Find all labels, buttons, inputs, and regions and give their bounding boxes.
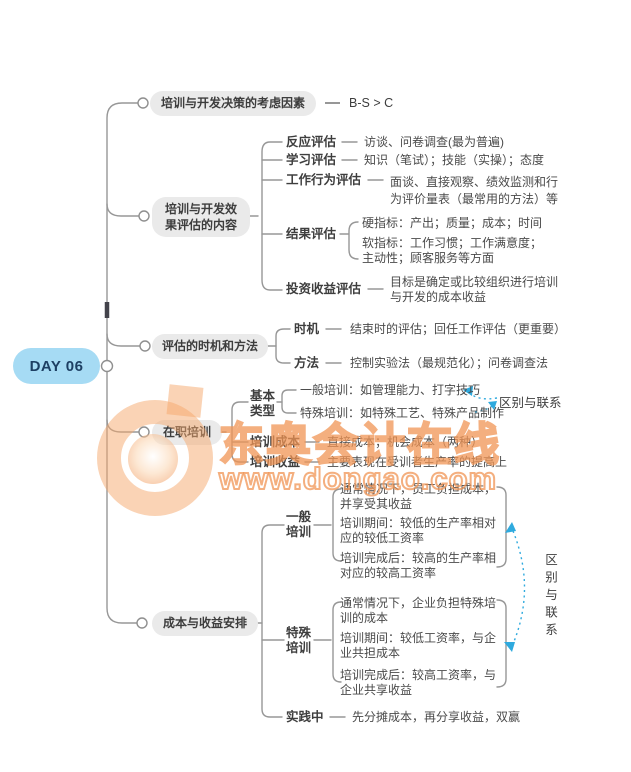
child-label[interactable]: 投资收益评估 bbox=[286, 282, 362, 296]
child-text: 结束时的评估；回任工作评估（更重要） bbox=[350, 322, 567, 336]
day-node[interactable]: DAY 06 bbox=[13, 348, 100, 384]
branch-handle[interactable] bbox=[139, 340, 151, 352]
connector-dash bbox=[325, 102, 341, 104]
child-label[interactable]: 方法 bbox=[294, 356, 320, 370]
child-text: 控制实验法（最规范化）；问卷调查法 bbox=[350, 356, 549, 370]
topic-cost-benefit-arrangement[interactable]: 成本与收益安排 bbox=[152, 611, 259, 636]
training-type-item: 一般培训：如管理能力、打字技巧 bbox=[300, 383, 481, 397]
child-text: 先分摊成本，再分享收益，双赢 bbox=[352, 710, 521, 724]
topic-evaluation-content[interactable]: 培训与开发效果评估的内容 bbox=[152, 197, 250, 237]
child-text: 访谈、问卷调查(最为普遍) bbox=[364, 135, 504, 149]
child-label[interactable]: 结果评估 bbox=[286, 227, 337, 241]
child-label[interactable]: 培训成本 bbox=[250, 435, 301, 449]
child-label[interactable]: 工作行为评估 bbox=[286, 173, 362, 187]
child-text: 面谈、直接观察、绩效监测和行为评价量表（最常用的方法）等 bbox=[390, 175, 559, 206]
indicator-item: 硬指标：产出；质量；成本；时间 bbox=[362, 216, 543, 230]
child-label[interactable]: 实践中 bbox=[286, 710, 324, 724]
relation-annotation: 区别与联系 bbox=[499, 396, 562, 410]
cost-item: 培训期间：较低的生产率相对应的较低工资率 bbox=[340, 516, 497, 545]
relation-arrow bbox=[512, 530, 526, 645]
cost-item: 通常情况下，企业负担特殊培训的成本 bbox=[340, 596, 497, 625]
topic-on-job-training[interactable]: 在职培训 bbox=[152, 420, 223, 445]
child-text: 直接成本；机会成本（两种） bbox=[327, 435, 484, 449]
branch-handle[interactable] bbox=[138, 426, 150, 438]
cost-item: 培训期间：较低工资率，与企业共担成本 bbox=[340, 631, 497, 660]
decision-rule-value: B-S > C bbox=[349, 96, 394, 110]
cost-item: 培训完成后：较高的生产率相对应的较高工资率 bbox=[340, 551, 497, 580]
branch-handle[interactable] bbox=[136, 617, 148, 629]
child-text: 目标是确定或比较组织进行培训与开发的成本收益 bbox=[390, 275, 559, 304]
relation-arrow bbox=[474, 405, 493, 413]
child-text: 主要表现在受训者生产率的提高上 bbox=[327, 455, 508, 469]
topic-evaluation-timing-methods[interactable]: 评估的时机和方法 bbox=[152, 334, 268, 359]
branch-handle[interactable] bbox=[138, 210, 150, 222]
child-label[interactable]: 反应评估 bbox=[286, 135, 337, 149]
training-type-item: 特殊培训：如特殊工艺、特殊产品制作 bbox=[300, 406, 505, 420]
topic-decision-factors[interactable]: 培训与开发决策的考虑因素 bbox=[150, 90, 317, 116]
child-label[interactable]: 基本类型 bbox=[250, 389, 276, 418]
relation-annotation-vertical: 区别与联系 bbox=[543, 553, 557, 641]
arrowheads bbox=[463, 386, 516, 652]
branch-handle[interactable] bbox=[137, 97, 149, 109]
child-label[interactable]: 特殊培训 bbox=[286, 626, 312, 655]
child-text: 知识（笔试）；技能（实操）；态度 bbox=[364, 153, 545, 167]
cost-item: 通常情况下，员工负担成本，并享受其收益 bbox=[340, 482, 497, 511]
indicator-item: 软指标：工作习惯；工作满意度；主动性；顾客服务等方面 bbox=[362, 236, 543, 265]
root-handle[interactable] bbox=[100, 359, 114, 373]
cost-item: 培训完成后：较高工资率，与企业共享收益 bbox=[340, 668, 497, 697]
child-label[interactable]: 学习评估 bbox=[286, 153, 337, 167]
child-label[interactable]: 时机 bbox=[294, 322, 320, 336]
child-label[interactable]: 培训收益 bbox=[250, 455, 301, 469]
child-label[interactable]: 一般培训 bbox=[286, 510, 312, 539]
